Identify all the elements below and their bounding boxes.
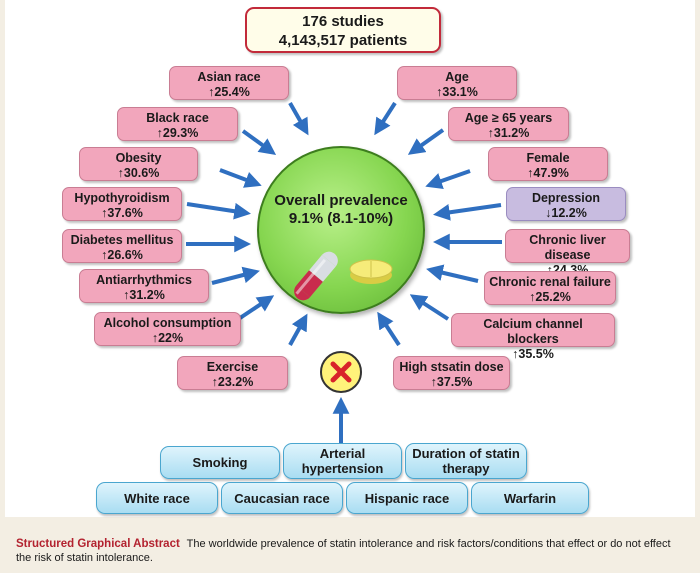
risk-name: Black race — [146, 111, 209, 125]
risk-box-antiarrhythmics: Antiarrhythmics ↑31.2% — [79, 269, 209, 303]
risk-name: Female — [526, 151, 570, 165]
risk-box-female: Female ↑47.9% — [488, 147, 608, 181]
overall-prevalence-circle: Overall prevalence 9.1% (8.1-10%) — [257, 146, 425, 314]
caption-text: The worldwide prevalence of statin intol… — [16, 538, 671, 564]
prevalence-value: 9.1% (8.1-10%) — [288, 210, 394, 227]
risk-change: ↑37.6% — [101, 206, 143, 220]
risk-change: ↑47.9% — [527, 166, 569, 180]
risk-change: ↑37.5% — [430, 375, 473, 389]
risk-box-alcohol-consumption: Alcohol consumption ↑22% — [94, 312, 241, 346]
patient-count: 4,143,517 patients — [278, 32, 408, 49]
risk-box-asian-race: Asian race ↑25.4% — [169, 66, 289, 100]
risk-change: ↑26.6% — [101, 248, 143, 262]
pill-graphics — [294, 251, 393, 301]
x-glyph — [330, 361, 352, 383]
arrow-high-dose — [377, 311, 401, 347]
risk-name: Alcohol consumption — [103, 316, 232, 330]
risk-name: Age ≥ 65 years — [464, 111, 553, 125]
risk-box-age-65: Age ≥ 65 years ↑31.2% — [448, 107, 569, 141]
arrow-ccb — [409, 294, 450, 321]
no-effect-caucasian-race: Caucasian race — [221, 482, 343, 514]
risk-box-hypothyroidism: Hypothyroidism ↑37.6% — [62, 187, 182, 221]
risk-change: ↑25.2% — [529, 290, 571, 304]
no-effect-smoking: Smoking — [160, 446, 280, 479]
risk-name: High stsatin dose — [399, 360, 504, 374]
arrow-female — [425, 169, 471, 190]
risk-box-diabetes-mellitus: Diabetes mellitus ↑26.6% — [62, 229, 182, 263]
risk-change: ↑31.2% — [123, 288, 165, 302]
risk-box-age: Age ↑33.1% — [397, 66, 517, 100]
risk-change: ↑23.2% — [211, 375, 254, 389]
risk-name: Calcium channel blockers — [483, 317, 583, 346]
risk-name: Age — [445, 70, 469, 84]
risk-change: ↑35.5% — [512, 347, 554, 361]
capsule-icon — [294, 251, 338, 301]
risk-name: Diabetes mellitus — [70, 233, 174, 247]
risk-box-exercise: Exercise ↑23.2% — [177, 356, 288, 390]
risk-change: ↑33.1% — [436, 85, 478, 99]
no-effect-warfarin: Warfarin — [471, 482, 589, 514]
arrow-hypothyroidism — [186, 202, 251, 220]
risk-name: Exercise — [206, 360, 259, 374]
risk-box-calcium-channel-blockers: Calcium channel blockers ↑35.5% — [451, 313, 615, 361]
risk-change: ↑25.4% — [208, 85, 250, 99]
risk-name: Obesity — [115, 151, 162, 165]
risk-change: ↑30.6% — [117, 166, 160, 180]
prevalence-title: Overall prevalence — [274, 192, 408, 209]
risk-box-depression: Depression ↓12.2% — [506, 187, 626, 221]
risk-change: ↑29.3% — [156, 126, 199, 140]
red-x-icon — [320, 351, 362, 393]
arrow-antiarrhythmics — [211, 266, 260, 285]
no-effect-arterial-hypertension: Arterial hypertension — [283, 443, 402, 479]
arrow-renal — [426, 264, 479, 283]
study-summary-box: 176 studies 4,143,517 patients — [245, 7, 441, 53]
risk-name: Antiarrhythmics — [96, 273, 192, 287]
arrow-obesity — [219, 168, 262, 188]
risk-change: ↓12.2% — [545, 206, 587, 220]
arrow-exercise — [288, 313, 308, 346]
risk-change: ↑31.2% — [487, 126, 530, 140]
arrow-black-race — [241, 129, 277, 155]
no-effect-hispanic-race: Hispanic race — [346, 482, 468, 514]
study-count: 176 studies — [302, 13, 384, 30]
tablet-icon — [349, 259, 393, 284]
risk-change: ↑22% — [151, 331, 184, 345]
risk-name: Depression — [531, 191, 601, 205]
risk-name: Hypothyroidism — [74, 191, 170, 205]
arrow-age — [374, 101, 397, 136]
arrow-age65 — [407, 128, 445, 155]
risk-box-chronic-renal-failure: Chronic renal failure ↑25.2% — [484, 271, 616, 305]
risk-name: Chronic renal failure — [489, 275, 611, 289]
arrow-alcohol — [238, 295, 275, 320]
risk-box-obesity: Obesity ↑30.6% — [79, 147, 198, 181]
risk-box-black-race: Black race ↑29.3% — [117, 107, 238, 141]
no-effect-white-race: White race — [96, 482, 218, 514]
risk-name: Chronic liver disease — [529, 233, 606, 262]
arrow-depression — [433, 203, 502, 221]
risk-box-high-statin-dose: High stsatin dose ↑37.5% — [393, 356, 510, 390]
caption-title: Structured Graphical Abstract — [16, 538, 180, 550]
arrow-asian-race — [288, 102, 309, 136]
figure-caption: Structured Graphical Abstract The worldw… — [16, 537, 688, 565]
no-effect-duration-statin-therapy: Duration of statin therapy — [405, 443, 527, 479]
risk-box-chronic-liver-disease: Chronic liver disease ↑24.3% — [505, 229, 630, 277]
risk-name: Asian race — [197, 70, 261, 84]
